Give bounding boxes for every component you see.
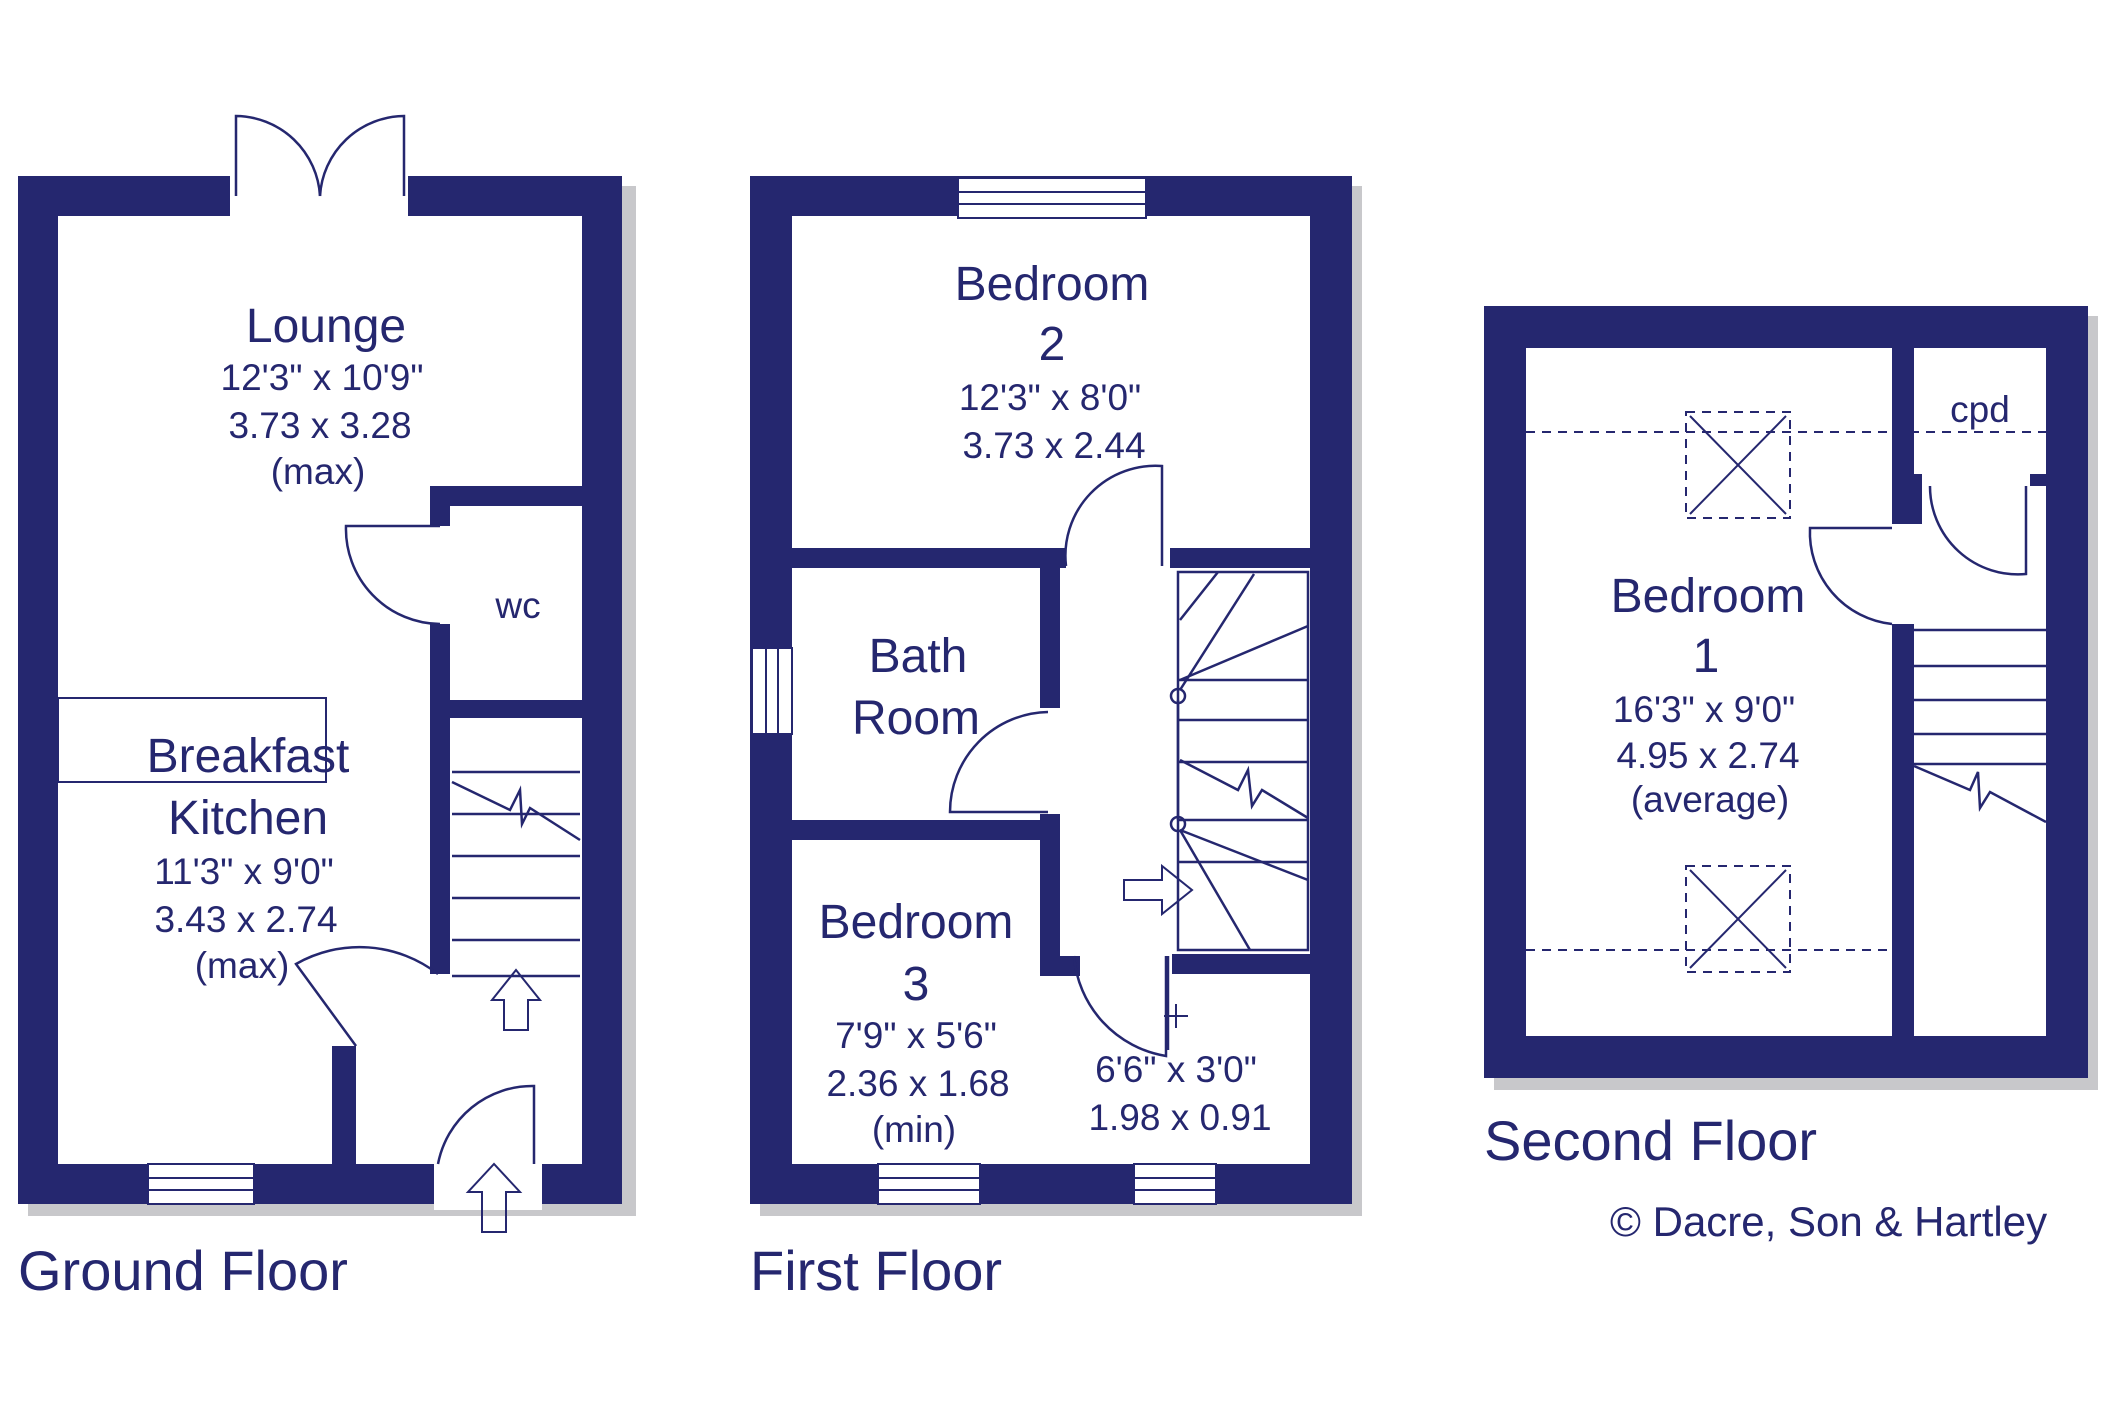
bedroom1-metric: 4.95 x 2.74 [1616, 735, 1799, 776]
bathroom-door [948, 710, 1049, 814]
second-floor-plan: cpd Bedroom 1 16'3" x 9'0" 4.95 x 2.74 (… [1484, 306, 2098, 1245]
bedroom2-window [957, 177, 1147, 219]
first-floor-stair-arrow [1123, 863, 1194, 917]
kitchen-metric: 3.43 x 2.74 [154, 899, 337, 940]
kitchen-door [294, 945, 439, 1047]
cupboard-wall-lower [1892, 624, 1914, 1036]
french-door-right [318, 114, 406, 197]
lounge-name: Lounge [246, 300, 406, 353]
wc-top-wall [430, 486, 590, 506]
front-door-opening [434, 1160, 542, 1210]
second-staircase [1913, 628, 2047, 824]
landing-metric: 1.98 x 0.91 [1088, 1097, 1271, 1138]
bath-right-wall-lower [1040, 814, 1060, 974]
bedroom3-imperial: 7'9" x 5'6" [835, 1015, 997, 1056]
first-floor-plan: Bedroom 2 12'3" x 8'0" 3.73 x 2.44 Bath … [750, 176, 1362, 1302]
bathroom-window [751, 647, 793, 735]
bedroom3-door [1072, 955, 1168, 1058]
cupboard-wall-upper [1892, 348, 1914, 524]
second-floor-interior [1526, 348, 2046, 1036]
bathroom-name-line1: Bath [869, 630, 968, 683]
bedroom2-door [1064, 464, 1164, 567]
cupboard-door [1928, 485, 2028, 576]
bedroom3-note: (min) [872, 1109, 956, 1150]
kitchen-name-line2: Kitchen [168, 792, 328, 845]
kitchen-imperial: 11'3" x 9'0" [154, 851, 334, 892]
lounge-metric: 3.73 x 3.28 [228, 405, 411, 446]
bedroom2-bottom-wall-right [1170, 548, 1310, 568]
landing-top-wall [1172, 954, 1310, 974]
bedroom2-bottom-wall-left [792, 548, 1066, 568]
kitchen-name-line1: Breakfast [147, 730, 350, 783]
entrance-arrow [465, 1162, 523, 1233]
bedroom2-name-line2: 2 [1039, 318, 1066, 371]
front-door [436, 1084, 536, 1165]
wc-side-wall-upper [430, 486, 450, 526]
landing-imperial: 6'6" x 3'0" [1095, 1049, 1257, 1090]
landing-window [1133, 1163, 1217, 1205]
kitchen-counter [57, 697, 327, 783]
kitchen-note: (max) [195, 945, 290, 986]
ground-window [147, 1163, 255, 1205]
bedroom1-name-line1: Bedroom [1611, 570, 1806, 623]
bath-bottom-wall [792, 820, 1060, 840]
stair-up-arrow [489, 968, 543, 1031]
ground-staircase [451, 770, 581, 978]
wc-name: wc [494, 585, 540, 626]
wc-side-wall-lower [430, 624, 450, 974]
bedroom1-imperial: 16'3" x 9'0" [1613, 689, 1795, 730]
bedroom2-name-line1: Bedroom [955, 258, 1150, 311]
bath-right-wall-upper [1040, 568, 1060, 708]
second-floor-title: Second Floor [1484, 1109, 1817, 1172]
bedroom1-note: (average) [1631, 779, 1789, 820]
bedroom3-name-line2: 3 [903, 958, 930, 1011]
lounge-imperial: 12'3" x 10'9" [221, 357, 424, 398]
cupboard-stub-right [2030, 474, 2046, 486]
bedroom1-door [1808, 526, 1893, 626]
cupboard-name: cpd [1950, 389, 2010, 430]
lounge-note: (max) [271, 451, 366, 492]
bedroom3-metric: 2.36 x 1.68 [826, 1063, 1009, 1104]
bedroom3-door-wall [1040, 956, 1080, 976]
bedroom2-metric: 3.73 x 2.44 [962, 425, 1145, 466]
hall-partition-wall [332, 1046, 356, 1166]
ground-floor-interior [58, 216, 582, 1164]
bedroom3-window [877, 1163, 981, 1205]
landing-marker [1164, 1004, 1188, 1028]
bathroom-name-line2: Room [852, 692, 980, 745]
bedroom1-name-line2: 1 [1693, 630, 1720, 683]
bedroom2-imperial: 12'3" x 8'0" [959, 377, 1141, 418]
bedroom3-name-line1: Bedroom [819, 896, 1014, 949]
cupboard-stub-left [1914, 474, 1922, 524]
ground-floor-plan: Lounge 12'3" x 10'9" 3.73 x 3.28 (max) w… [18, 114, 636, 1302]
first-staircase [1169, 570, 1310, 952]
stair-wall [1310, 568, 1314, 968]
ground-floor-title: Ground Floor [18, 1239, 348, 1302]
copyright-notice: © Dacre, Son & Hartley [1610, 1198, 2047, 1245]
first-floor-title: First Floor [750, 1239, 1002, 1302]
skylight-lower [1685, 865, 1791, 973]
stair-top-wall [430, 700, 590, 718]
french-door-left [234, 114, 322, 197]
wc-door [344, 524, 441, 626]
